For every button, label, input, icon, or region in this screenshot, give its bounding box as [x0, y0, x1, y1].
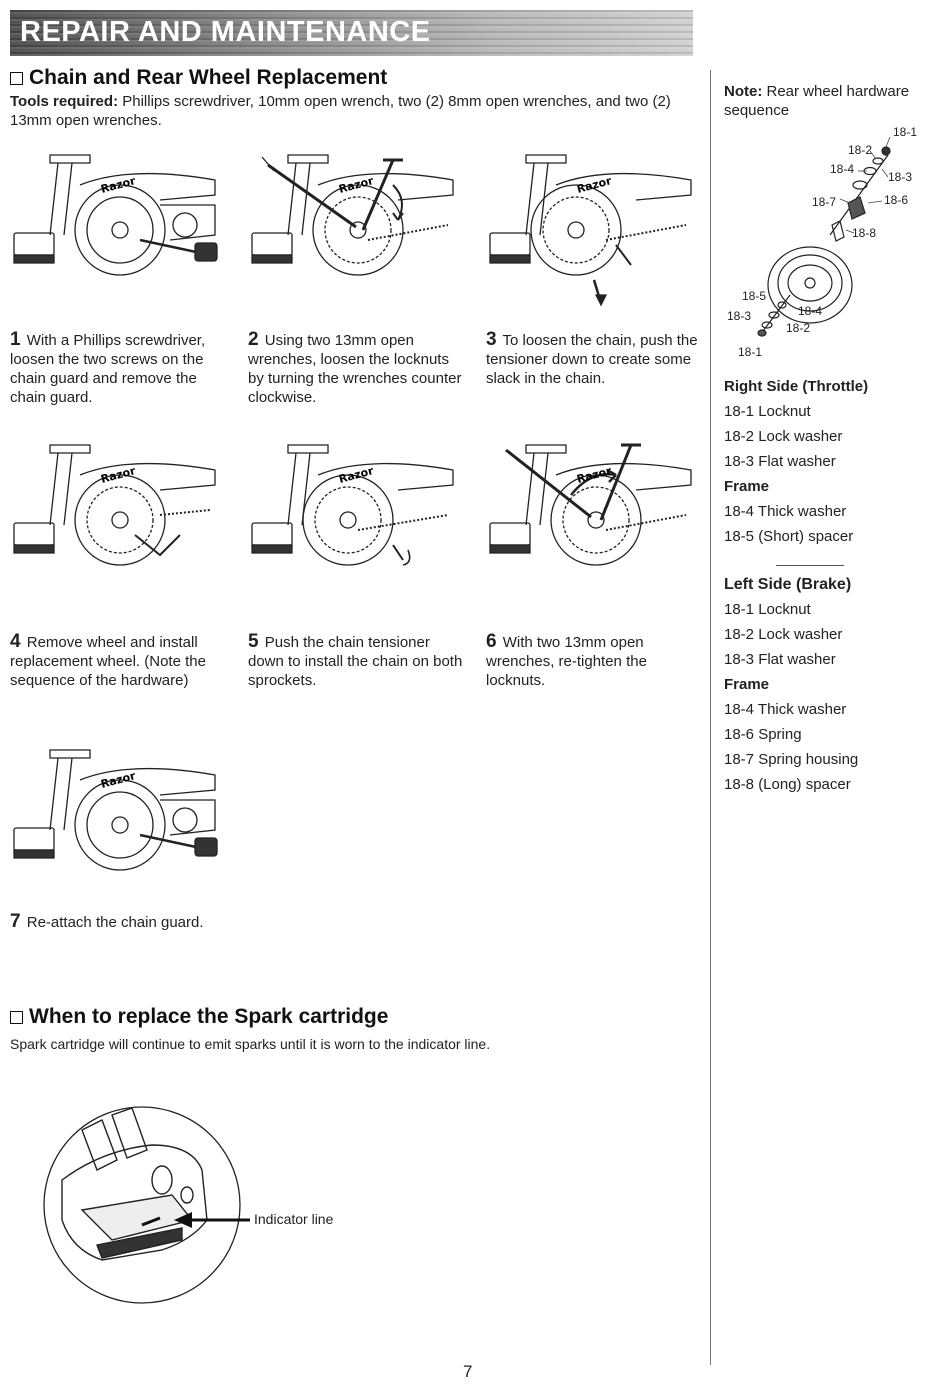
list-item: 18-1 Locknut	[724, 601, 811, 618]
banner-texture	[10, 10, 693, 56]
step-5-illustration: Razor	[248, 435, 458, 585]
step-4-illustration: Razor	[10, 435, 220, 585]
checkbox-icon	[10, 71, 23, 85]
step-number: 5	[248, 631, 259, 652]
step-2-illustration: Razor	[248, 145, 458, 295]
tools-label: Tools required:	[10, 93, 119, 110]
list-item: 18-4 Thick washer	[724, 701, 847, 718]
list-item: 18-8 (Long) spacer	[724, 776, 851, 793]
indicator-label: Indicator line	[254, 1211, 334, 1227]
step-7-text: 7 Re-attach the chain guard.	[10, 911, 204, 932]
list-item: 18-7 Spring housing	[724, 751, 859, 768]
step-7-illustration: Razor	[10, 740, 220, 890]
spark-description: Spark cartridge will continue to emit sp…	[10, 1036, 491, 1052]
callout-18-4-lower: 18-4	[798, 304, 823, 318]
callout-18-2: 18-2	[848, 143, 873, 157]
step-6-text: 6 With two 13mm open wrenches, re-tighte…	[486, 631, 647, 689]
note-label: Note:	[724, 83, 763, 100]
sidebar-divider	[776, 565, 844, 566]
column-divider	[710, 70, 711, 1365]
page-number: 7	[463, 1362, 473, 1381]
list-item: 18-5 (Short) spacer	[724, 528, 854, 545]
callout-18-3: 18-3	[888, 170, 913, 184]
left-side-heading: Left Side (Brake)	[724, 576, 852, 593]
chain-heading-text: Chain and Rear Wheel Replacement	[29, 66, 388, 89]
step-3-illustration: Razor	[486, 145, 696, 310]
step-number: 2	[248, 329, 259, 350]
callout-18-1-lower: 18-1	[738, 345, 763, 359]
list-item: 18-2 Lock washer	[724, 428, 843, 445]
step-2-text: 2 Using two 13mm open wrenches, loosen t…	[248, 329, 462, 406]
callout-18-3-lower: 18-3	[727, 309, 752, 323]
frame-label: Frame	[724, 478, 770, 495]
frame-label: Frame	[724, 676, 770, 693]
callout-18-8: 18-8	[852, 226, 877, 240]
chain-section-heading: Chain and Rear Wheel Replacement	[10, 66, 387, 90]
step-6-illustration: Razor	[486, 435, 696, 585]
tools-text: Phillips screwdriver, 10mm open wrench, …	[10, 93, 671, 129]
step-1-text: 1 With a Phillips screwdriver, loosen th…	[10, 329, 206, 406]
callout-18-4: 18-4	[830, 162, 855, 176]
spark-cartridge-illustration	[42, 1100, 242, 1310]
list-item: 18-1 Locknut	[724, 403, 811, 420]
step-5-text: 5 Push the chain tensioner down to insta…	[248, 631, 463, 689]
header-banner: REPAIR AND MAINTENANCE	[10, 10, 693, 56]
tools-required: Tools required: Phillips screwdriver, 10…	[10, 92, 700, 130]
spark-section-heading: When to replace the Spark cartridge	[10, 1005, 388, 1029]
right-side-heading: Right Side (Throttle)	[724, 378, 869, 395]
step-1-illustration: Razor	[10, 145, 220, 295]
checkbox-icon	[10, 1010, 23, 1024]
callout-18-1: 18-1	[893, 125, 918, 139]
list-item: 18-3 Flat washer	[724, 453, 836, 470]
step-number: 7	[10, 911, 21, 932]
page-title: REPAIR AND MAINTENANCE	[20, 16, 431, 48]
step-number: 3	[486, 329, 497, 350]
note-text: Rear wheel hardware sequence	[724, 83, 910, 119]
step-3-text: 3 To loosen the chain, push the tensione…	[486, 329, 698, 387]
list-item: 18-4 Thick washer	[724, 503, 847, 520]
step-number: 1	[10, 329, 21, 350]
callout-18-2-lower: 18-2	[786, 321, 811, 335]
list-item: 18-3 Flat washer	[724, 651, 836, 668]
right-side-list: Right Side (Throttle) 18-1 Locknut 18-2 …	[724, 374, 868, 549]
list-item: 18-6 Spring	[724, 726, 802, 743]
callout-18-6: 18-6	[884, 193, 909, 207]
left-side-list: Left Side (Brake) 18-1 Locknut 18-2 Lock…	[724, 572, 858, 797]
callout-18-7: 18-7	[812, 195, 837, 209]
sidebar-note: Note: Rear wheel hardware sequence	[724, 82, 939, 120]
indicator-arrow	[172, 1210, 252, 1234]
spark-heading-text: When to replace the Spark cartridge	[29, 1005, 389, 1028]
step-number: 4	[10, 631, 21, 652]
step-number: 6	[486, 631, 497, 652]
hardware-sequence-diagram	[720, 125, 945, 370]
step-4-text: 4 Remove wheel and install replacement w…	[10, 631, 206, 689]
list-item: 18-2 Lock washer	[724, 626, 843, 643]
callout-18-5: 18-5	[742, 289, 767, 303]
